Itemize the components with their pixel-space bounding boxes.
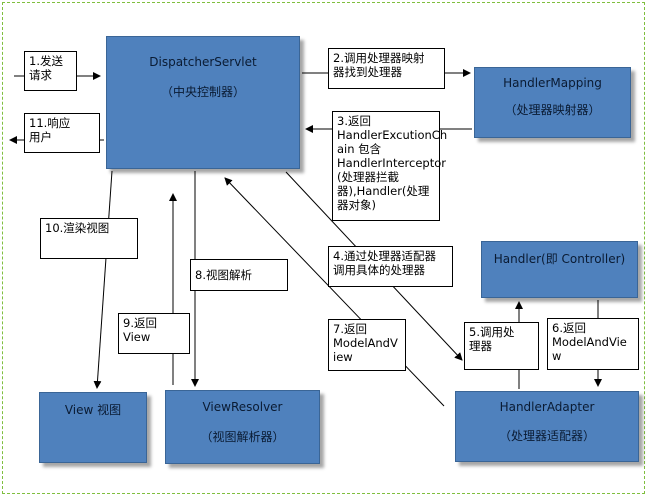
label-step4: 4.通过处理器适配器 调用具体的处理器: [328, 246, 453, 287]
handler-mapping-box: HandlerMapping （处理器映射器）: [474, 67, 631, 138]
label-step7: 7.返回 ModelAndV iew: [328, 319, 406, 371]
handler-title: Handler(即 Controller): [493, 252, 626, 266]
handler-box: Handler(即 Controller): [481, 241, 638, 298]
dispatcher-servlet-subtitle: （中央控制器）: [160, 85, 245, 99]
diagram-frame: [2, 2, 645, 494]
dispatcher-servlet-box: DispatcherServlet （中央控制器）: [106, 36, 300, 169]
label-step9: 9.返回 View: [118, 313, 190, 354]
label-step8: 8.视图解析: [190, 259, 288, 291]
view-resolver-title: ViewResolver: [202, 400, 283, 414]
view-resolver-subtitle: （视图解析器）: [200, 430, 285, 444]
view-resolver-box: ViewResolver （视图解析器）: [165, 390, 320, 464]
handler-adapter-title: HandlerAdapter: [499, 400, 595, 414]
handler-mapping-title: HandlerMapping: [503, 76, 602, 90]
dispatcher-servlet-title: DispatcherServlet: [149, 55, 257, 69]
view-box: View 视图: [39, 392, 147, 463]
label-step1: 1.发送 请求: [24, 51, 77, 91]
handler-adapter-subtitle: （处理器适配器）: [498, 429, 595, 443]
label-step6: 6.返回 ModelAndVie w: [547, 318, 639, 370]
handler-adapter-box: HandlerAdapter （处理器适配器）: [455, 391, 639, 462]
handler-mapping-subtitle: （处理器映射器）: [504, 103, 601, 117]
label-step10: 10.渲染视图: [40, 218, 138, 259]
label-step2: 2.调用处理器映射 器找到处理器: [328, 48, 445, 89]
view-title: View 视图: [64, 403, 122, 417]
label-step3: 3.返回 HandlerExcutionCh ain 包含 HandlerInt…: [332, 111, 447, 221]
label-step11: 11.响应 用户: [24, 113, 100, 153]
arrow-step7: [224, 177, 445, 407]
arrow-step10: [93, 170, 113, 389]
label-step5: 5.调用处 理器: [464, 322, 539, 370]
